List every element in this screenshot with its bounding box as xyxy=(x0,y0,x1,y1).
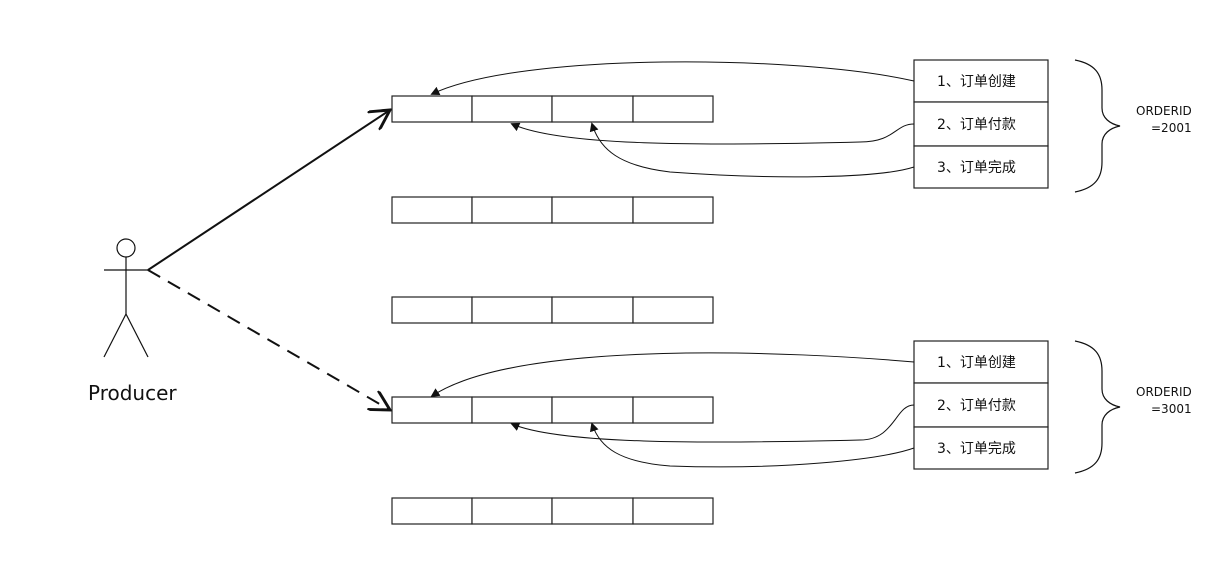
order-2-arrow-step-3 xyxy=(590,422,915,468)
queue-cell xyxy=(632,396,714,424)
order-1-step-2-label: 2、订单付款 xyxy=(937,117,1016,133)
order-2-arrow-step-1 xyxy=(430,352,915,397)
queue-cell xyxy=(391,196,473,224)
order-2-brace xyxy=(1074,340,1121,474)
queue-cell xyxy=(551,497,634,525)
producer-right-leg xyxy=(125,313,149,358)
order-2-step-2-label: 2、订单付款 xyxy=(937,398,1016,414)
queue-cell xyxy=(632,296,714,324)
queue-3 xyxy=(391,296,714,324)
order-1-step-1-label: 1、订单创建 xyxy=(937,74,1016,90)
order-2-step-3-label: 3、订单完成 xyxy=(937,441,1016,457)
order-2-step-2-box xyxy=(913,382,1049,428)
order-1-step-2-box xyxy=(913,101,1049,147)
queue-cell xyxy=(551,196,634,224)
queue-cell xyxy=(391,95,473,123)
queue-cell xyxy=(471,196,553,224)
queue-cell xyxy=(551,296,634,324)
queue-cell xyxy=(391,396,473,424)
queue-cell xyxy=(391,296,473,324)
producer-arrow-solid xyxy=(147,110,390,271)
order-2-arrow-step-2 xyxy=(510,404,915,443)
producer-left-leg xyxy=(103,313,127,358)
queue-cell xyxy=(551,396,634,424)
order-1-id-line1: ORDERID xyxy=(1136,104,1192,118)
order-group-1: 1、订单创建 2、订单付款 3、订单完成 ORDERID =2001 xyxy=(430,59,1192,193)
producer-head xyxy=(116,238,136,258)
order-1-id-line2: =2001 xyxy=(1151,121,1192,135)
order-2-step-3-box xyxy=(913,426,1049,470)
order-1-arrow-step-1 xyxy=(430,61,915,95)
queue-2 xyxy=(391,196,714,224)
queue-cell xyxy=(471,396,553,424)
queue-cell xyxy=(391,497,473,525)
producer-arrow-dashed xyxy=(147,269,390,410)
queue-cell xyxy=(471,296,553,324)
order-2-id-line2: =3001 xyxy=(1151,402,1192,416)
producer-label: Producer xyxy=(88,381,177,405)
order-2-step-1-label: 1、订单创建 xyxy=(937,355,1016,371)
queue-1 xyxy=(391,95,714,123)
queue-cell xyxy=(471,95,553,123)
queue-cell xyxy=(632,196,714,224)
order-2-id-line1: ORDERID xyxy=(1136,385,1192,399)
queue-cell xyxy=(632,497,714,525)
order-1-arrow-step-3 xyxy=(589,122,915,178)
queue-cell xyxy=(471,497,553,525)
queue-5 xyxy=(391,497,714,525)
order-group-2: 1、订单创建 2、订单付款 3、订单完成 ORDERID =3001 xyxy=(430,340,1192,474)
queue-cell xyxy=(632,95,714,123)
order-1-arrow-step-2 xyxy=(510,122,915,145)
order-1-step-3-label: 3、订单完成 xyxy=(937,160,1016,176)
order-1-brace xyxy=(1074,59,1121,193)
producer-figure xyxy=(103,238,149,358)
queue-cell xyxy=(551,95,634,123)
queue-4 xyxy=(391,396,714,424)
